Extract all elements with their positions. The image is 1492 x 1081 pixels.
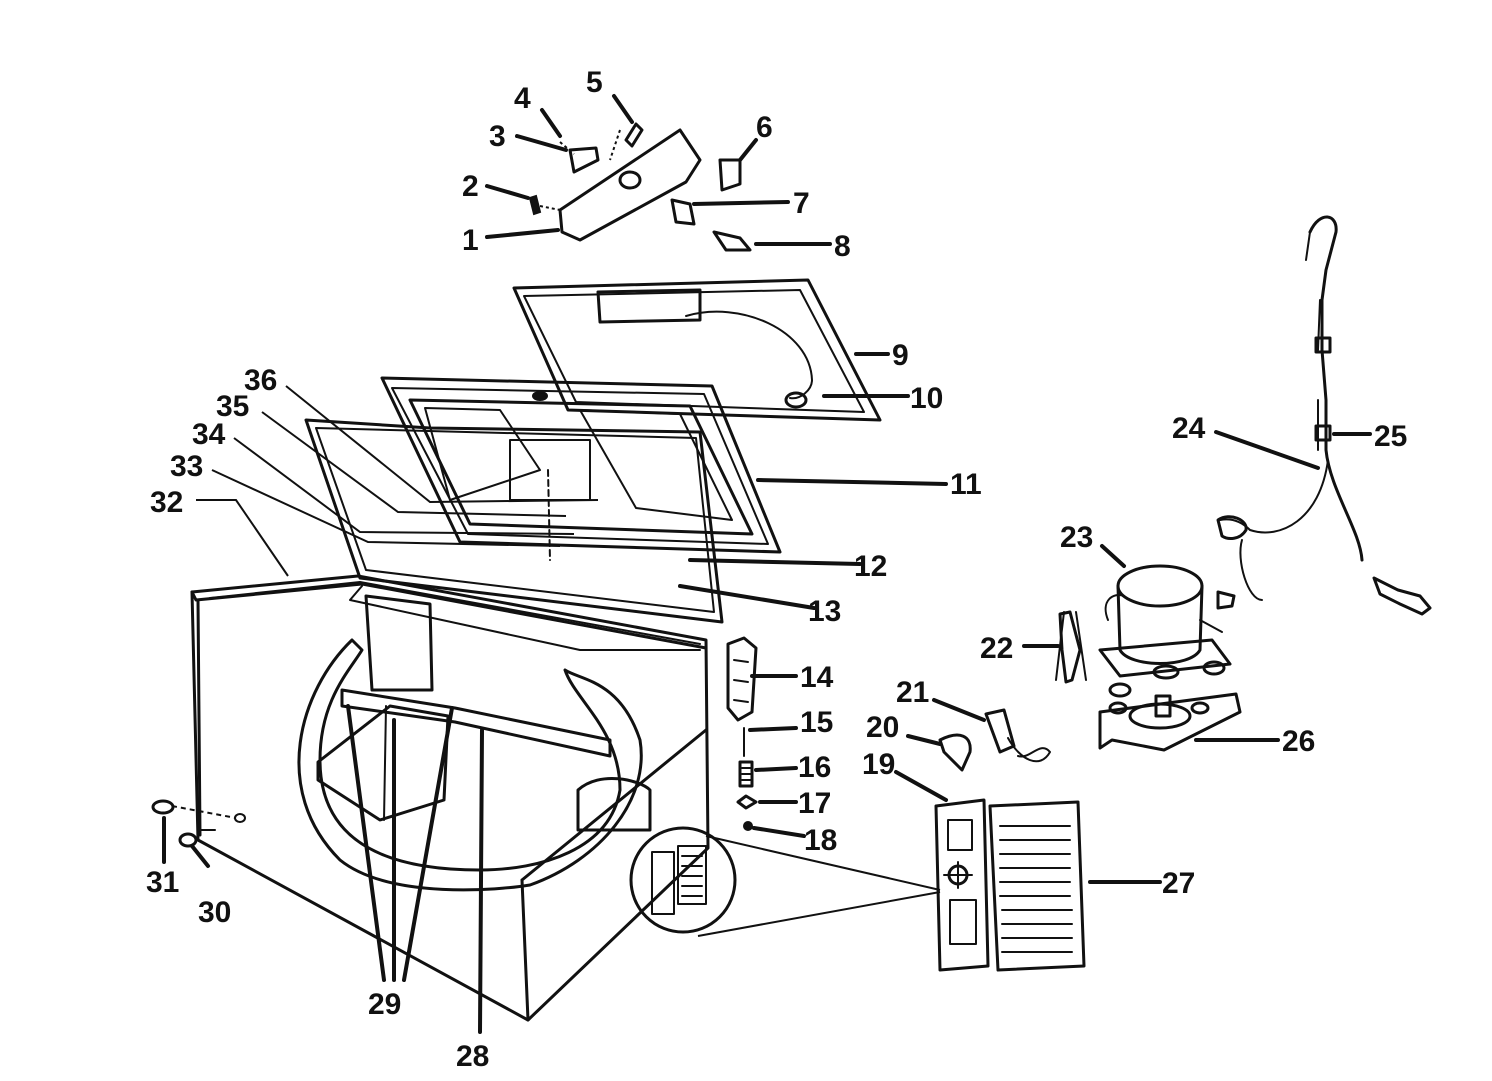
callout-14: 14 xyxy=(800,661,834,694)
callout-5: 5 xyxy=(586,66,603,99)
callout-30: 30 xyxy=(198,896,231,929)
callout-28: 28 xyxy=(456,1040,489,1073)
callout-13: 13 xyxy=(808,595,841,628)
callout-10: 10 xyxy=(910,382,943,415)
callout-34: 34 xyxy=(192,418,226,451)
callout-26: 26 xyxy=(1282,725,1315,758)
callouts: 1 2 3 4 5 6 7 8 9 10 11 12 13 14 15 16 1… xyxy=(146,66,1407,1073)
leader-lines xyxy=(162,94,1372,1034)
freezer-cabinet xyxy=(151,574,737,1022)
callout-2: 2 xyxy=(462,170,479,203)
lock-hinge-assembly xyxy=(528,122,752,252)
callout-6: 6 xyxy=(756,111,773,144)
callout-32: 32 xyxy=(150,486,183,519)
lid-outer-9 xyxy=(512,278,882,422)
callout-27: 27 xyxy=(1162,867,1195,900)
compressor xyxy=(1098,564,1236,698)
callout-25: 25 xyxy=(1374,420,1407,453)
control-parts xyxy=(938,610,1087,772)
callout-12: 12 xyxy=(854,550,887,583)
callout-8: 8 xyxy=(834,230,851,263)
callout-15: 15 xyxy=(800,706,833,739)
callout-11: 11 xyxy=(950,468,982,501)
lid-gasket-12 xyxy=(304,418,724,624)
callout-31: 31 xyxy=(146,866,179,899)
callout-20: 20 xyxy=(866,711,899,744)
callout-35: 35 xyxy=(216,390,249,423)
callout-33: 33 xyxy=(170,450,203,483)
callout-4: 4 xyxy=(514,82,531,115)
callout-36: 36 xyxy=(244,364,277,397)
callout-1: 1 xyxy=(462,224,479,257)
callout-19: 19 xyxy=(862,748,895,781)
callout-18: 18 xyxy=(804,824,837,857)
callout-24: 24 xyxy=(1172,412,1206,445)
power-cord xyxy=(1216,215,1432,616)
callout-3: 3 xyxy=(489,120,506,153)
callout-16: 16 xyxy=(798,751,831,784)
callout-17: 17 xyxy=(798,787,831,820)
callout-9: 9 xyxy=(892,339,909,372)
control-panel xyxy=(934,798,990,972)
base-plate xyxy=(1098,692,1242,752)
hinge-parts xyxy=(726,636,758,831)
callout-29: 29 xyxy=(368,988,401,1021)
callout-21: 21 xyxy=(896,676,929,709)
callout-22: 22 xyxy=(980,632,1013,665)
callout-7: 7 xyxy=(793,187,810,220)
callout-23: 23 xyxy=(1060,521,1093,554)
rating-label xyxy=(988,800,1086,972)
